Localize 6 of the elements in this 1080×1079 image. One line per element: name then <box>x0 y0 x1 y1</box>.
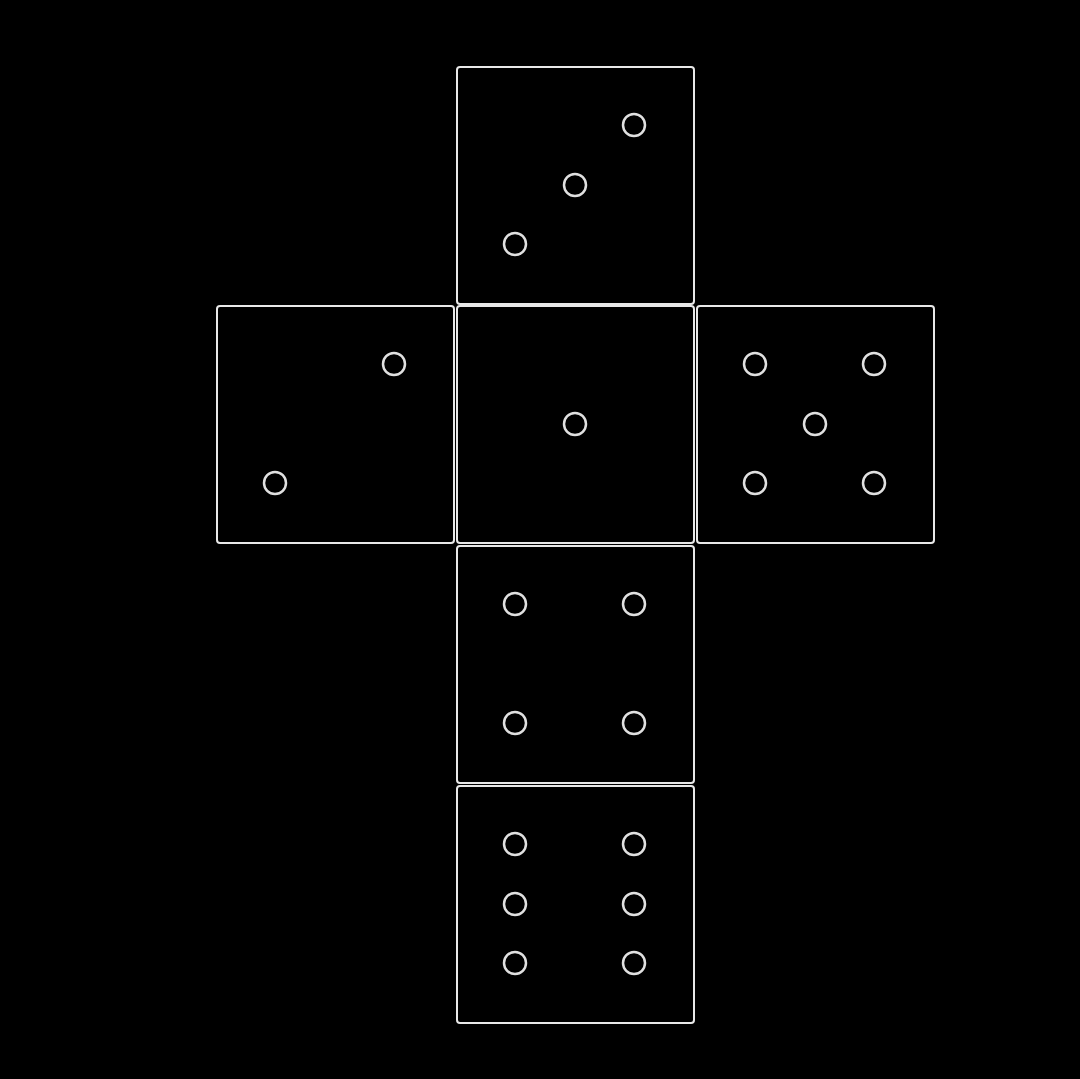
die-face <box>456 785 695 1024</box>
die-face <box>456 305 695 544</box>
die-face <box>456 66 695 305</box>
die-face <box>696 305 935 544</box>
die-face <box>456 545 695 784</box>
die-face <box>216 305 455 544</box>
